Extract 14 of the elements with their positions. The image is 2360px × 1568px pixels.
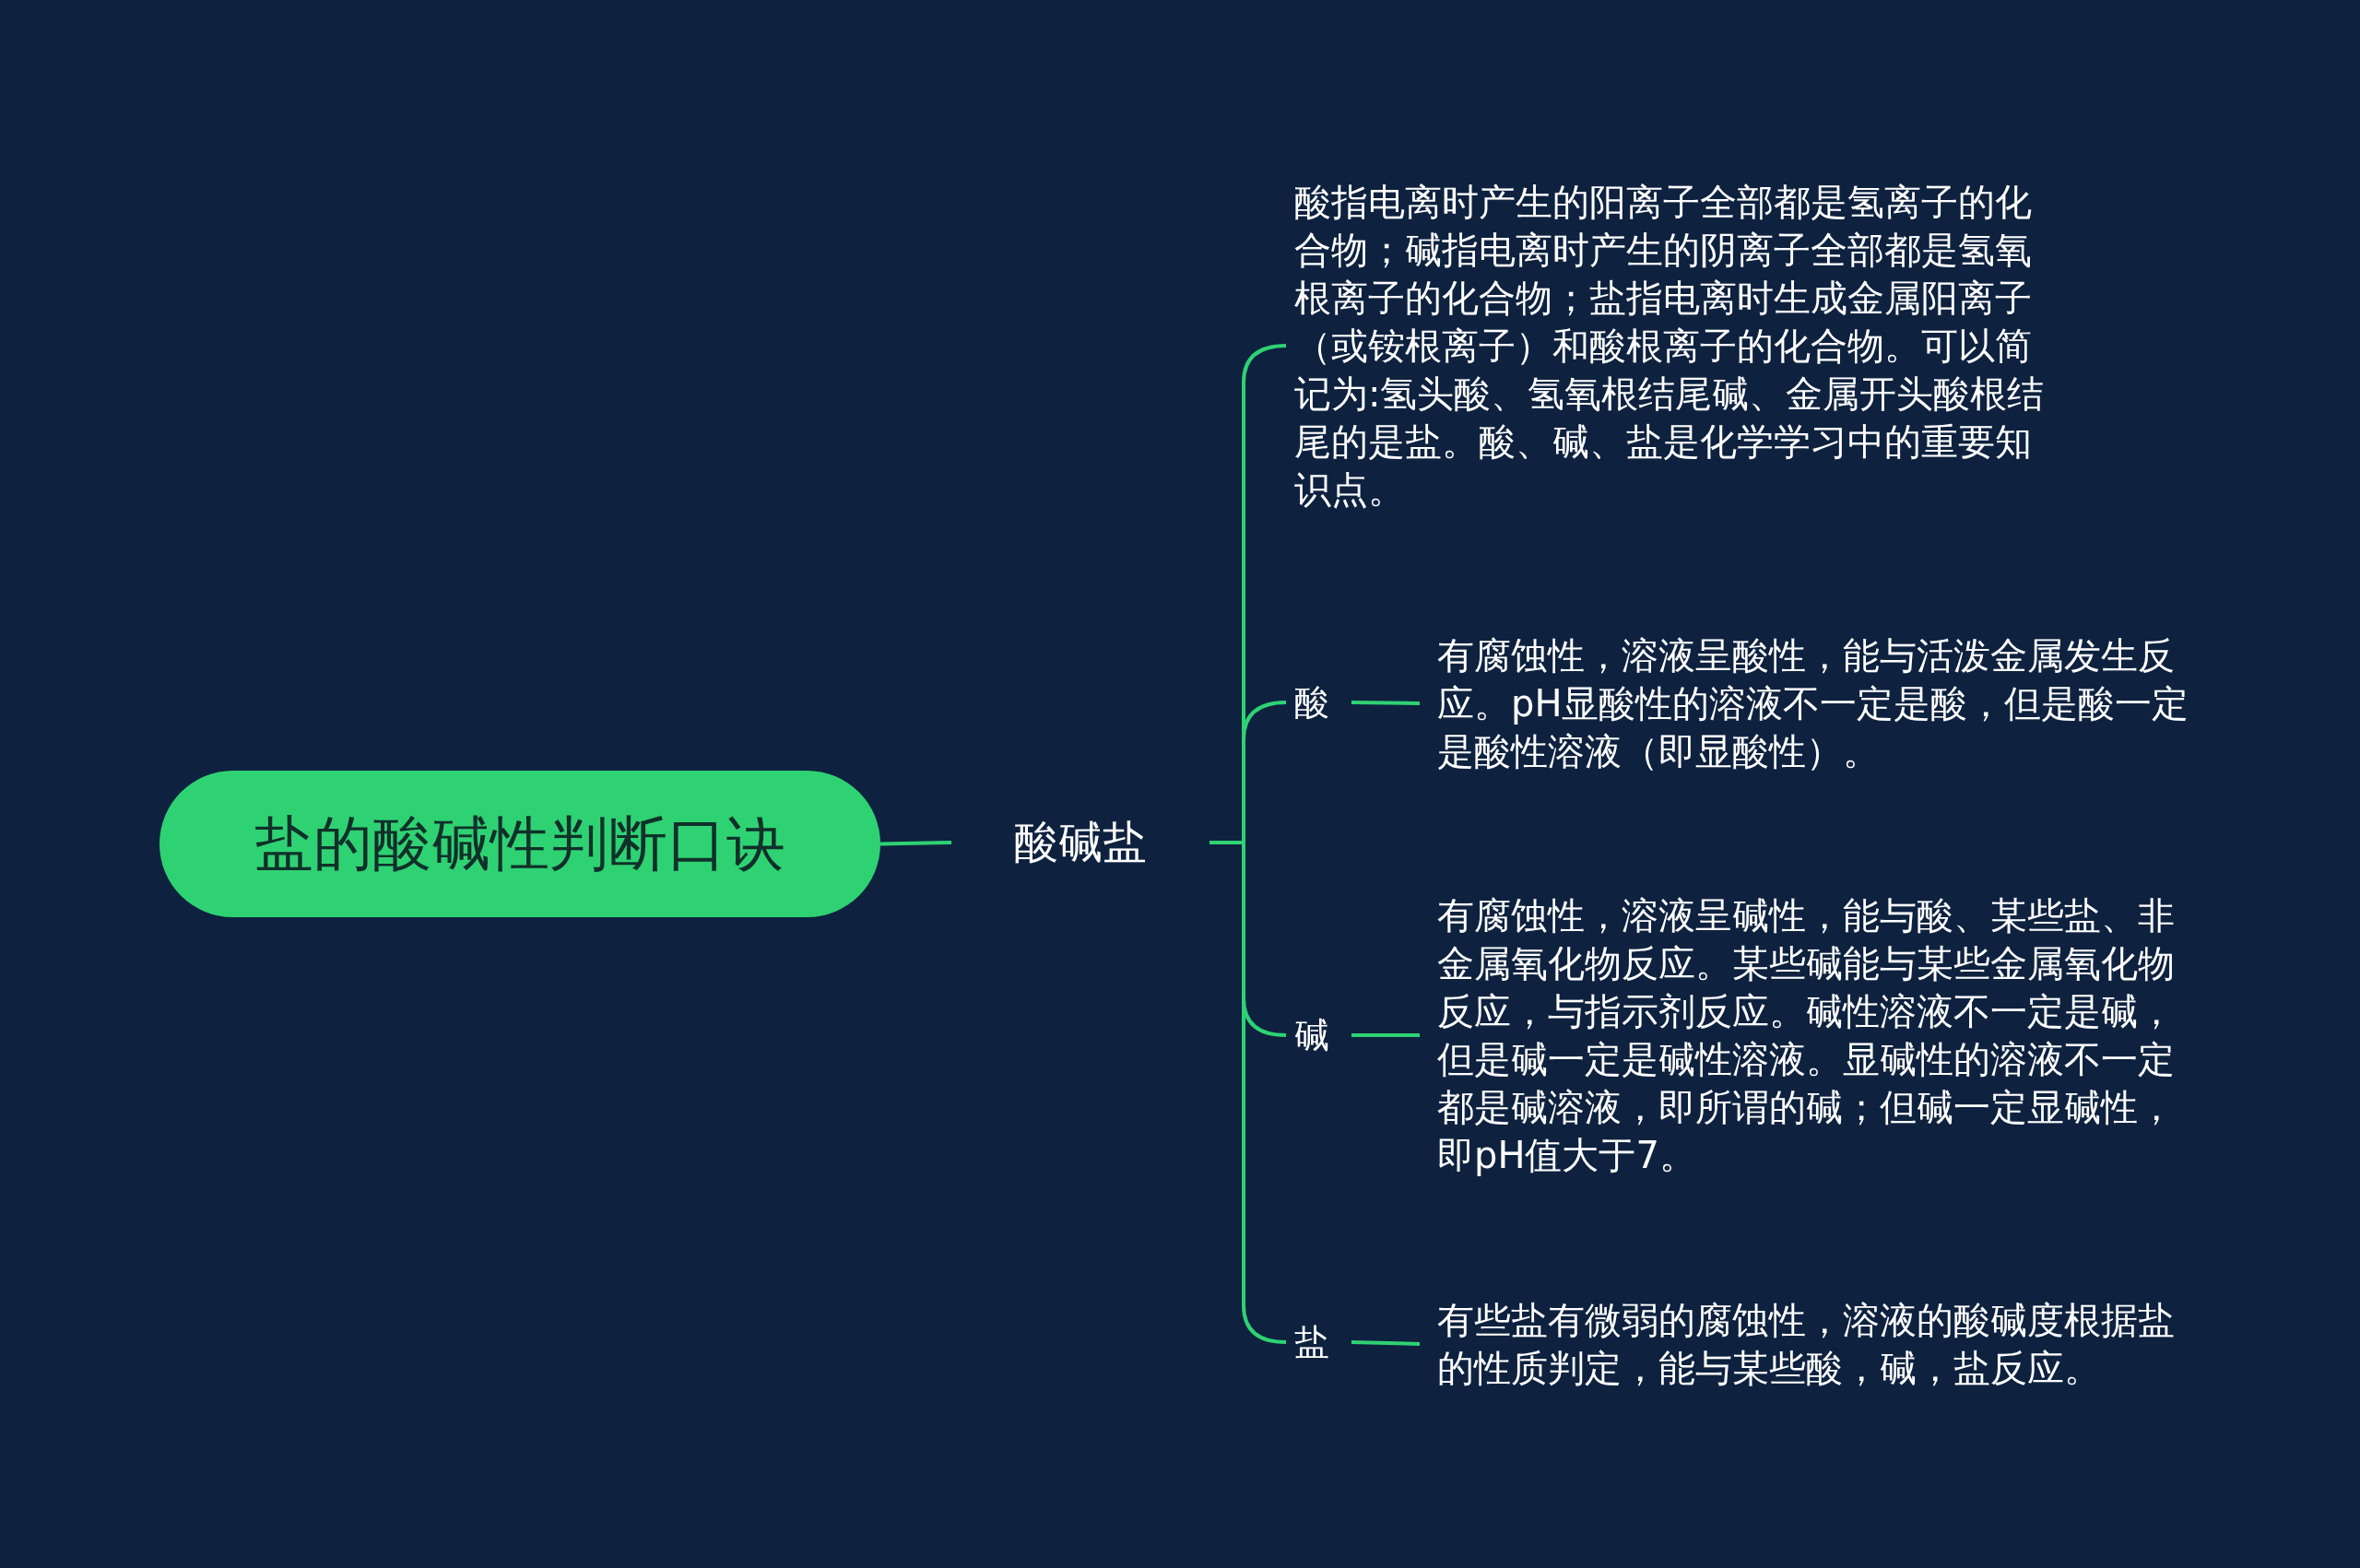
connector-line: [1351, 701, 1421, 705]
connector-line: [1210, 841, 1287, 1344]
note-text: 有腐蚀性，溶液呈酸性，能与活泼金属发生反应。pH显酸性的溶液不一定是酸，但是酸一定是酸性溶液（即显酸性）。: [1420, 627, 2203, 780]
connector-line: [1351, 1033, 1420, 1037]
note-text: 有些盐有微弱的腐蚀性，溶液的酸碱度根据盐的性质判定，能与某些酸，碱，盐反应。: [1420, 1291, 2203, 1397]
branch-label: 酸碱盐: [951, 806, 1210, 879]
branch-label: 酸: [1286, 675, 1351, 730]
note-text: 有腐蚀性，溶液呈碱性，能与酸、某些盐、非金属氧化物反应。某些碱能与某些金属氧化物反应，与指示剂反应。碱性溶液不一定是碱，但是碱一定是碱性溶液。显碱性的溶液不一定都是碱溶液，即所谓的碱；但碱一定显碱性，即pH值大于7。: [1420, 887, 2203, 1184]
connector-line: [1351, 1340, 1421, 1346]
topic-box: 盐的酸碱性判断口诀: [159, 771, 880, 917]
note-text: 酸指电离时产生的阳离子全部都是氢离子的化合物；碱指电离时产生的阴离子全部都是氢氧根离子的化合物；盐指电离时生成金属阳离子（或铵根离子）和酸根离子的化合物。可以简记为:氢头酸、氢氧根结尾碱、金属开头酸根结尾的是盐。酸、碱、盐是化学学习中的重要知识点。: [1286, 175, 2060, 516]
branch-label: 盐: [1286, 1315, 1351, 1370]
branch-label: 碱: [1286, 1008, 1351, 1063]
connector-line: [879, 841, 952, 846]
